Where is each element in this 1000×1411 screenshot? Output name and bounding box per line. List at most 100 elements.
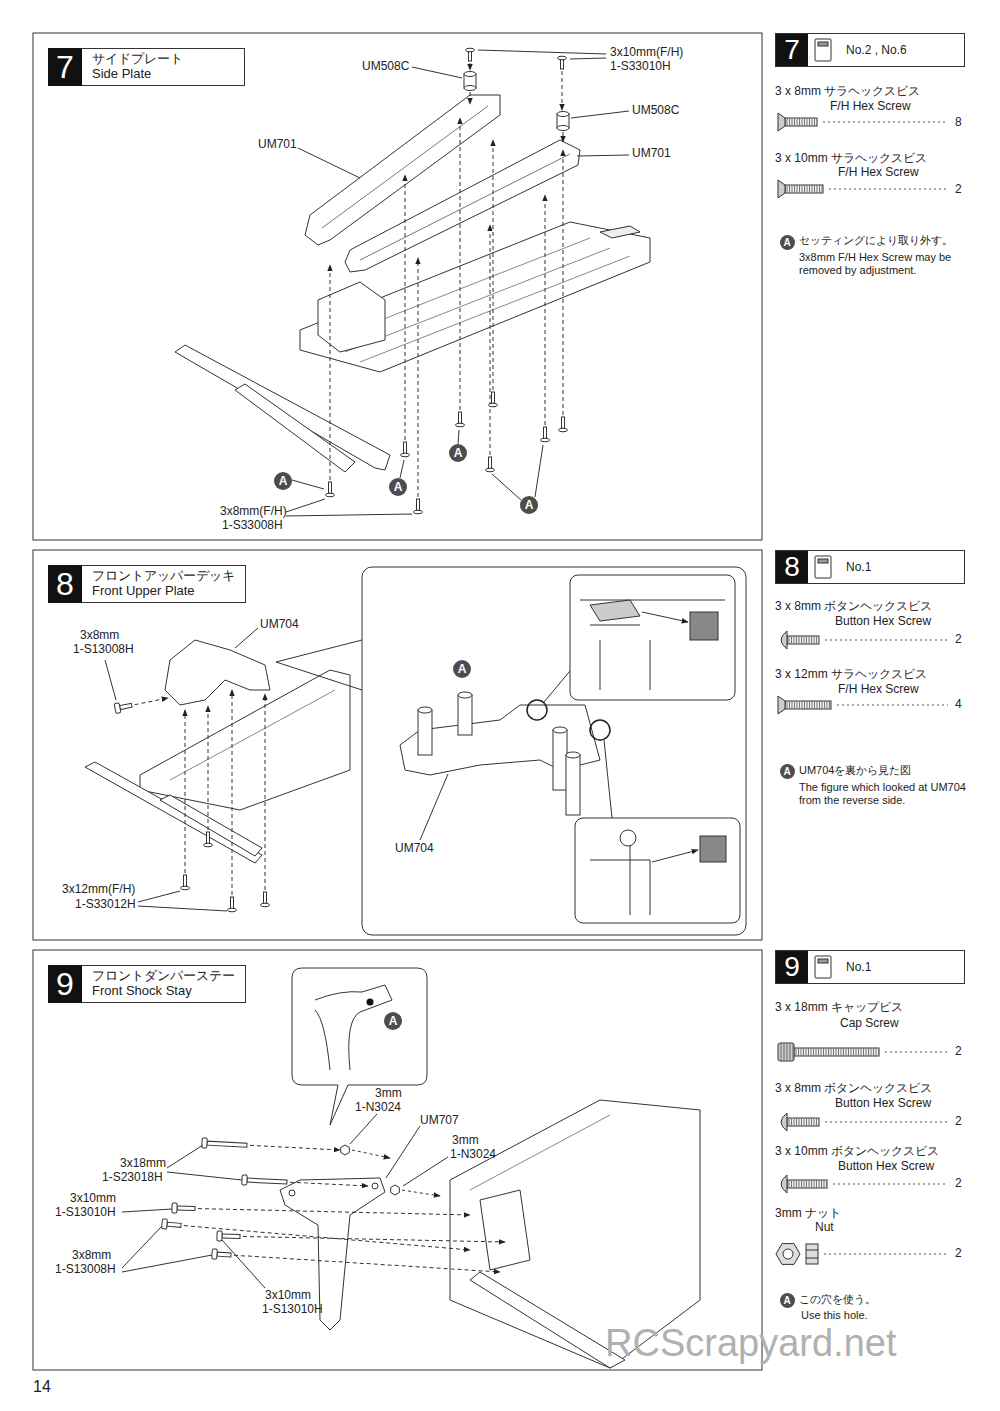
part-label: F/H Hex Screw	[838, 166, 919, 180]
assembly-line	[402, 1190, 440, 1196]
parts-bag-header: 8No.1	[775, 550, 965, 584]
thread-line	[829, 701, 830, 709]
step-number: A	[389, 1014, 398, 1028]
thread-line	[863, 1048, 864, 1056]
thread-line	[814, 1118, 815, 1126]
plate-post	[566, 755, 580, 815]
detail-line	[630, 845, 631, 915]
zoom-inset	[575, 818, 740, 923]
screw-head	[217, 1231, 222, 1241]
callout-circle: A	[449, 444, 467, 462]
thread-line	[789, 1118, 790, 1126]
detail-bubble	[292, 968, 427, 1125]
step-frame	[33, 550, 762, 940]
thread-line	[791, 636, 792, 644]
leader-line	[292, 480, 324, 489]
thread-line	[814, 1180, 815, 1188]
thread-line	[792, 118, 793, 126]
screw-head	[489, 403, 498, 407]
count-leader	[825, 640, 948, 641]
count: 2	[955, 633, 962, 647]
thread-line	[861, 1048, 862, 1056]
thread-line	[789, 636, 790, 644]
thread-line	[802, 185, 803, 193]
step-number: A	[394, 480, 403, 494]
assembly-line	[184, 1226, 470, 1250]
nut-edge	[806, 1250, 818, 1251]
thread-line	[797, 118, 798, 126]
leader-line	[570, 58, 606, 59]
thread-line	[804, 185, 805, 193]
screw-thread	[785, 701, 831, 709]
thread-line	[833, 1048, 834, 1056]
thread-line	[794, 1180, 795, 1188]
screw-head	[326, 493, 335, 497]
part-label: 3 x 10mm ボタンヘックスビス	[775, 1145, 939, 1159]
stay-hole	[289, 1190, 295, 1196]
thread-line	[806, 1118, 807, 1126]
part-label: 1-S33008H	[222, 519, 283, 533]
part-label: 3x18mm	[120, 1157, 166, 1171]
thread-line	[806, 636, 807, 644]
count-leader	[837, 705, 948, 706]
thread-line	[856, 1048, 857, 1056]
part-label: 3mm ナット	[775, 1207, 841, 1221]
thread-line	[812, 185, 813, 193]
thread-line	[843, 1048, 844, 1056]
thread-line	[873, 1048, 874, 1056]
thread-line	[841, 1048, 842, 1056]
screw-head	[486, 468, 495, 472]
step-number: A	[783, 1295, 790, 1306]
part-label: 1-N3024	[450, 1148, 496, 1162]
detail-line	[590, 860, 650, 861]
assembly-line	[234, 1255, 500, 1272]
chassis-slot	[170, 690, 335, 780]
screw-head	[541, 438, 550, 442]
screw-head	[242, 1175, 247, 1185]
leader-line	[403, 1157, 448, 1186]
knurl-line	[784, 1044, 785, 1060]
screw-thread	[787, 636, 819, 644]
thread-line	[804, 636, 805, 644]
step-frame	[33, 950, 762, 1370]
thread-line	[813, 1048, 814, 1056]
count-leader	[823, 122, 948, 123]
title-text: サイドプレート	[92, 52, 234, 67]
nut-side	[806, 1244, 818, 1264]
screw-head	[261, 903, 270, 907]
step-number: 9	[776, 951, 808, 983]
part-label: 3x8mm	[80, 629, 119, 643]
part-label: 3 x 10mm サラヘックスビス	[775, 152, 927, 166]
part-label: 3 x 8mm ボタンヘックスビス	[775, 600, 932, 614]
thread-line	[817, 701, 818, 709]
detail-inset	[362, 567, 746, 935]
thread-line	[801, 636, 802, 644]
thread-line	[846, 1048, 847, 1056]
part-label: 1-S33012H	[75, 898, 136, 912]
thread-line	[798, 1048, 799, 1056]
note: Use this hole.	[801, 1309, 868, 1322]
thread-line	[816, 1118, 817, 1126]
title-text: No.1	[846, 960, 871, 974]
step-number: A	[454, 446, 463, 460]
thread-line	[809, 1180, 810, 1188]
thread-line	[796, 1180, 797, 1188]
screw-head	[781, 1175, 787, 1193]
thread-line	[814, 118, 815, 126]
detail-line	[580, 600, 725, 601]
part-label: 3x8mm	[72, 1249, 111, 1263]
assembly-line	[232, 690, 233, 895]
bag-icon	[815, 39, 831, 61]
screw-head	[781, 1113, 787, 1131]
thread-line	[794, 1118, 795, 1126]
assembly-line	[250, 1145, 340, 1150]
part-label: 3x10mm	[265, 1289, 311, 1303]
screw-thread	[120, 703, 133, 709]
screw-head	[778, 696, 785, 714]
thread-line	[804, 1118, 805, 1126]
bag-icon	[815, 556, 831, 578]
part-label: F/H Hex Screw	[830, 100, 911, 114]
part-label: 1-S13010H	[55, 1206, 116, 1220]
screw-shank	[264, 892, 267, 904]
thread-line	[866, 1048, 867, 1056]
